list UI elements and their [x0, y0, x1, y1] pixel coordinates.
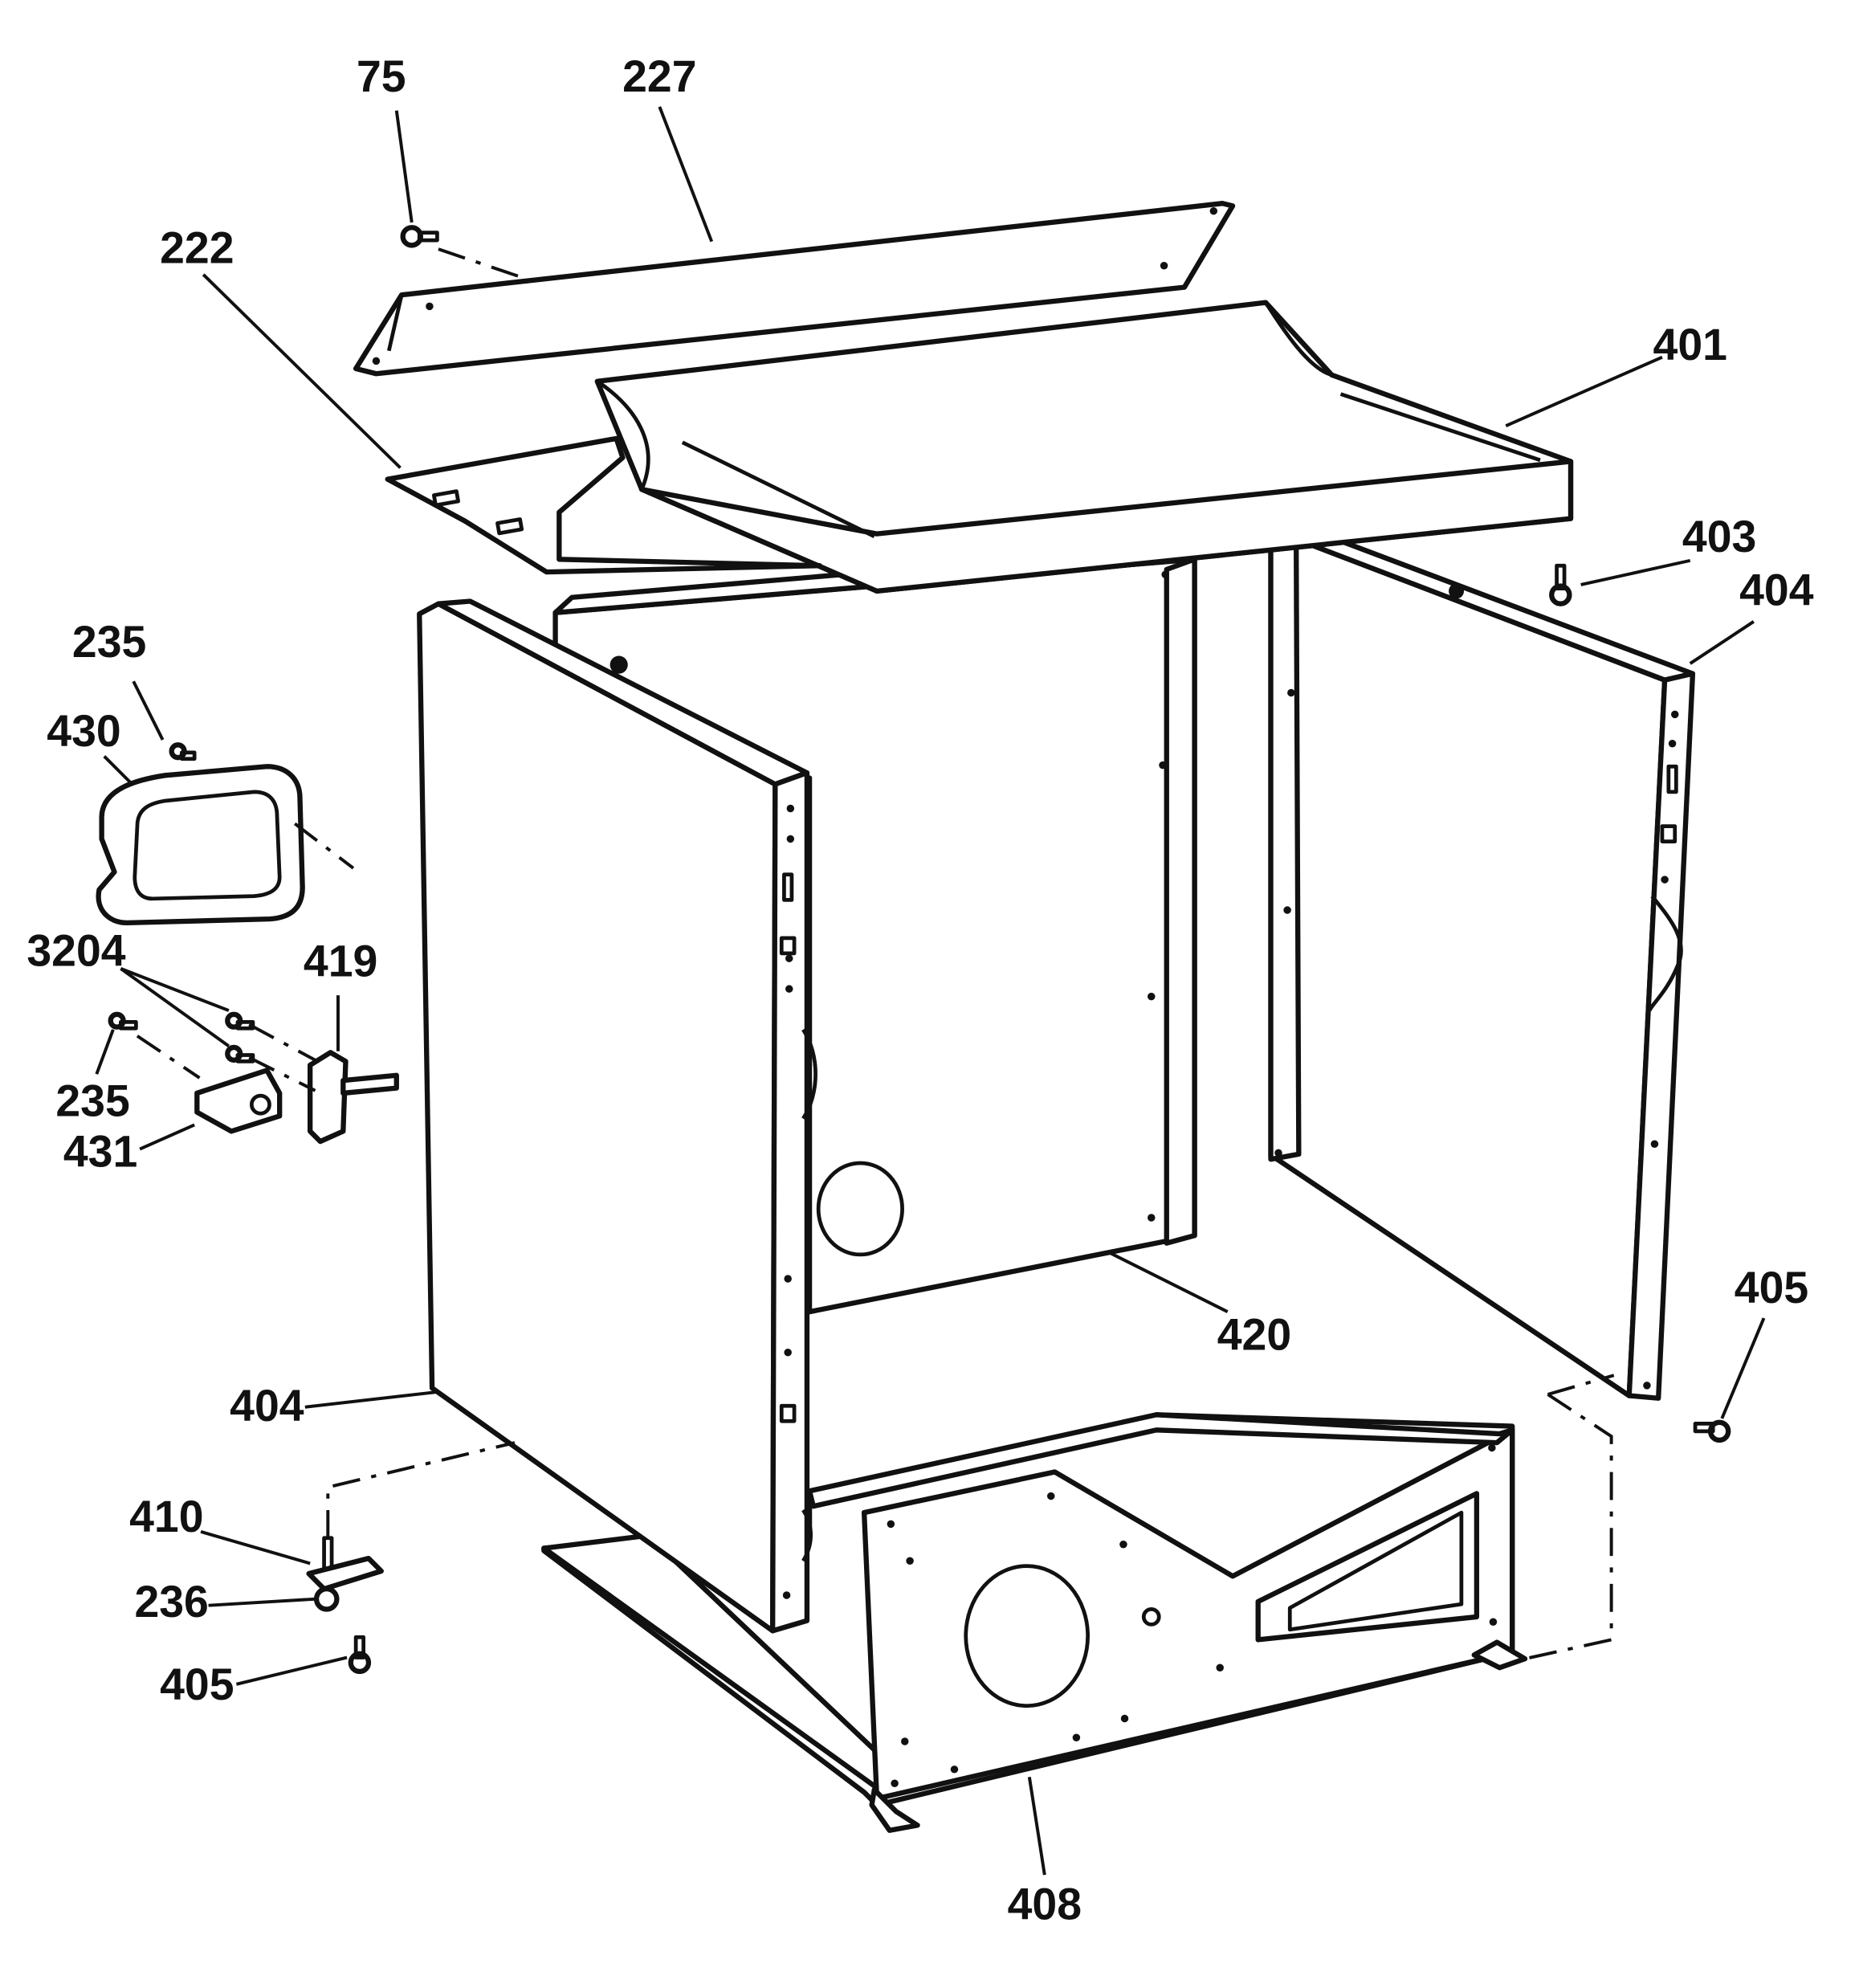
bracket-431 — [194, 1067, 283, 1134]
rear-rail-227 — [353, 201, 1236, 377]
callout-410: 410 — [129, 1492, 203, 1541]
callout-401: 401 — [1653, 320, 1727, 369]
callout-222: 222 — [160, 223, 234, 273]
right-side-panel-404 — [1268, 531, 1696, 1401]
front-bracket-222 — [385, 435, 822, 575]
callout-431: 431 — [63, 1127, 137, 1177]
screw-235-bottom — [108, 1011, 138, 1031]
screw-405-left — [348, 1635, 372, 1675]
callout-235-bottom: 235 — [55, 1076, 129, 1125]
callout-3204: 3204 — [26, 926, 125, 976]
assembly-lines — [136, 247, 1615, 1661]
callout-235-top: 235 — [72, 617, 146, 667]
screw-75 — [400, 225, 439, 248]
base-408 — [541, 1412, 1528, 1833]
screws-3204 — [225, 1011, 255, 1063]
callout-75: 75 — [357, 51, 406, 101]
callout-227: 227 — [622, 51, 696, 101]
callout-403: 403 — [1682, 512, 1756, 561]
foot-236 — [313, 1586, 340, 1612]
screw-405-right — [1693, 1419, 1731, 1443]
callout-404-left: 404 — [230, 1381, 304, 1431]
screw-403 — [1549, 563, 1572, 606]
left-side-panel-404 — [417, 598, 817, 1634]
callout-404-right: 404 — [1739, 565, 1814, 614]
front-drum-opening — [964, 1564, 1090, 1708]
callout-408: 408 — [1008, 1880, 1082, 1929]
terminal-block-419 — [308, 1050, 399, 1145]
leveling-leg-410 — [306, 1536, 384, 1592]
callout-419: 419 — [304, 936, 377, 986]
callout-430: 430 — [47, 706, 120, 756]
callout-405-right: 405 — [1735, 1263, 1808, 1312]
screw-235-top — [169, 742, 197, 761]
leader-lines — [95, 106, 1766, 1876]
rear-exhaust-hole — [816, 1161, 904, 1257]
lint-frame-430 — [96, 764, 305, 926]
callout-405-left: 405 — [160, 1659, 234, 1709]
callout-420: 420 — [1217, 1310, 1291, 1360]
callout-236: 236 — [134, 1577, 208, 1627]
callout-labels: 75 227 222 401 403 404 235 430 3204 419 … — [26, 51, 1813, 1929]
top-401 — [594, 300, 1574, 594]
